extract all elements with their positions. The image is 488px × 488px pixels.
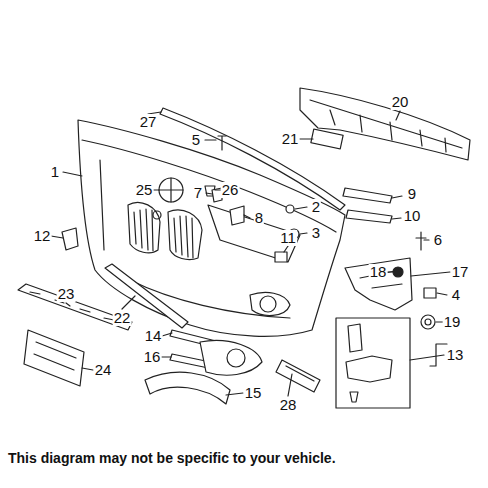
disclaimer-caption: This diagram may not be specific to your…	[8, 450, 336, 466]
callout-number: 16	[143, 349, 162, 365]
callout-number: 10	[403, 208, 422, 224]
callout-number: 8	[254, 210, 264, 226]
callout-number: 25	[135, 182, 154, 198]
callout-number: 27	[139, 114, 158, 130]
callout-number: 20	[391, 94, 410, 110]
callout-number: 28	[279, 397, 298, 413]
callout-number: 23	[57, 286, 76, 302]
callout-number: 6	[433, 232, 443, 248]
callout-number: 26	[221, 182, 240, 198]
callout-number: 7	[193, 185, 203, 201]
callout-number: 18	[369, 264, 388, 280]
callout-number: 14	[144, 328, 163, 344]
callout-number: 1	[50, 164, 60, 180]
callout-number: 5	[191, 132, 201, 148]
callout-number: 24	[94, 362, 113, 378]
callout-number: 12	[33, 228, 52, 244]
callout-number: 21	[281, 131, 300, 147]
callout-number: 4	[451, 287, 461, 303]
callout-number: 2	[311, 199, 321, 215]
callout-number: 22	[113, 310, 132, 326]
callout-number: 17	[451, 264, 470, 280]
callout-number: 11	[279, 230, 297, 246]
callout-number: 9	[407, 186, 417, 202]
callout-number: 3	[311, 225, 321, 241]
callout-number: 15	[244, 385, 263, 401]
callout-number: 19	[443, 314, 462, 330]
callout-number: 13	[446, 347, 465, 363]
